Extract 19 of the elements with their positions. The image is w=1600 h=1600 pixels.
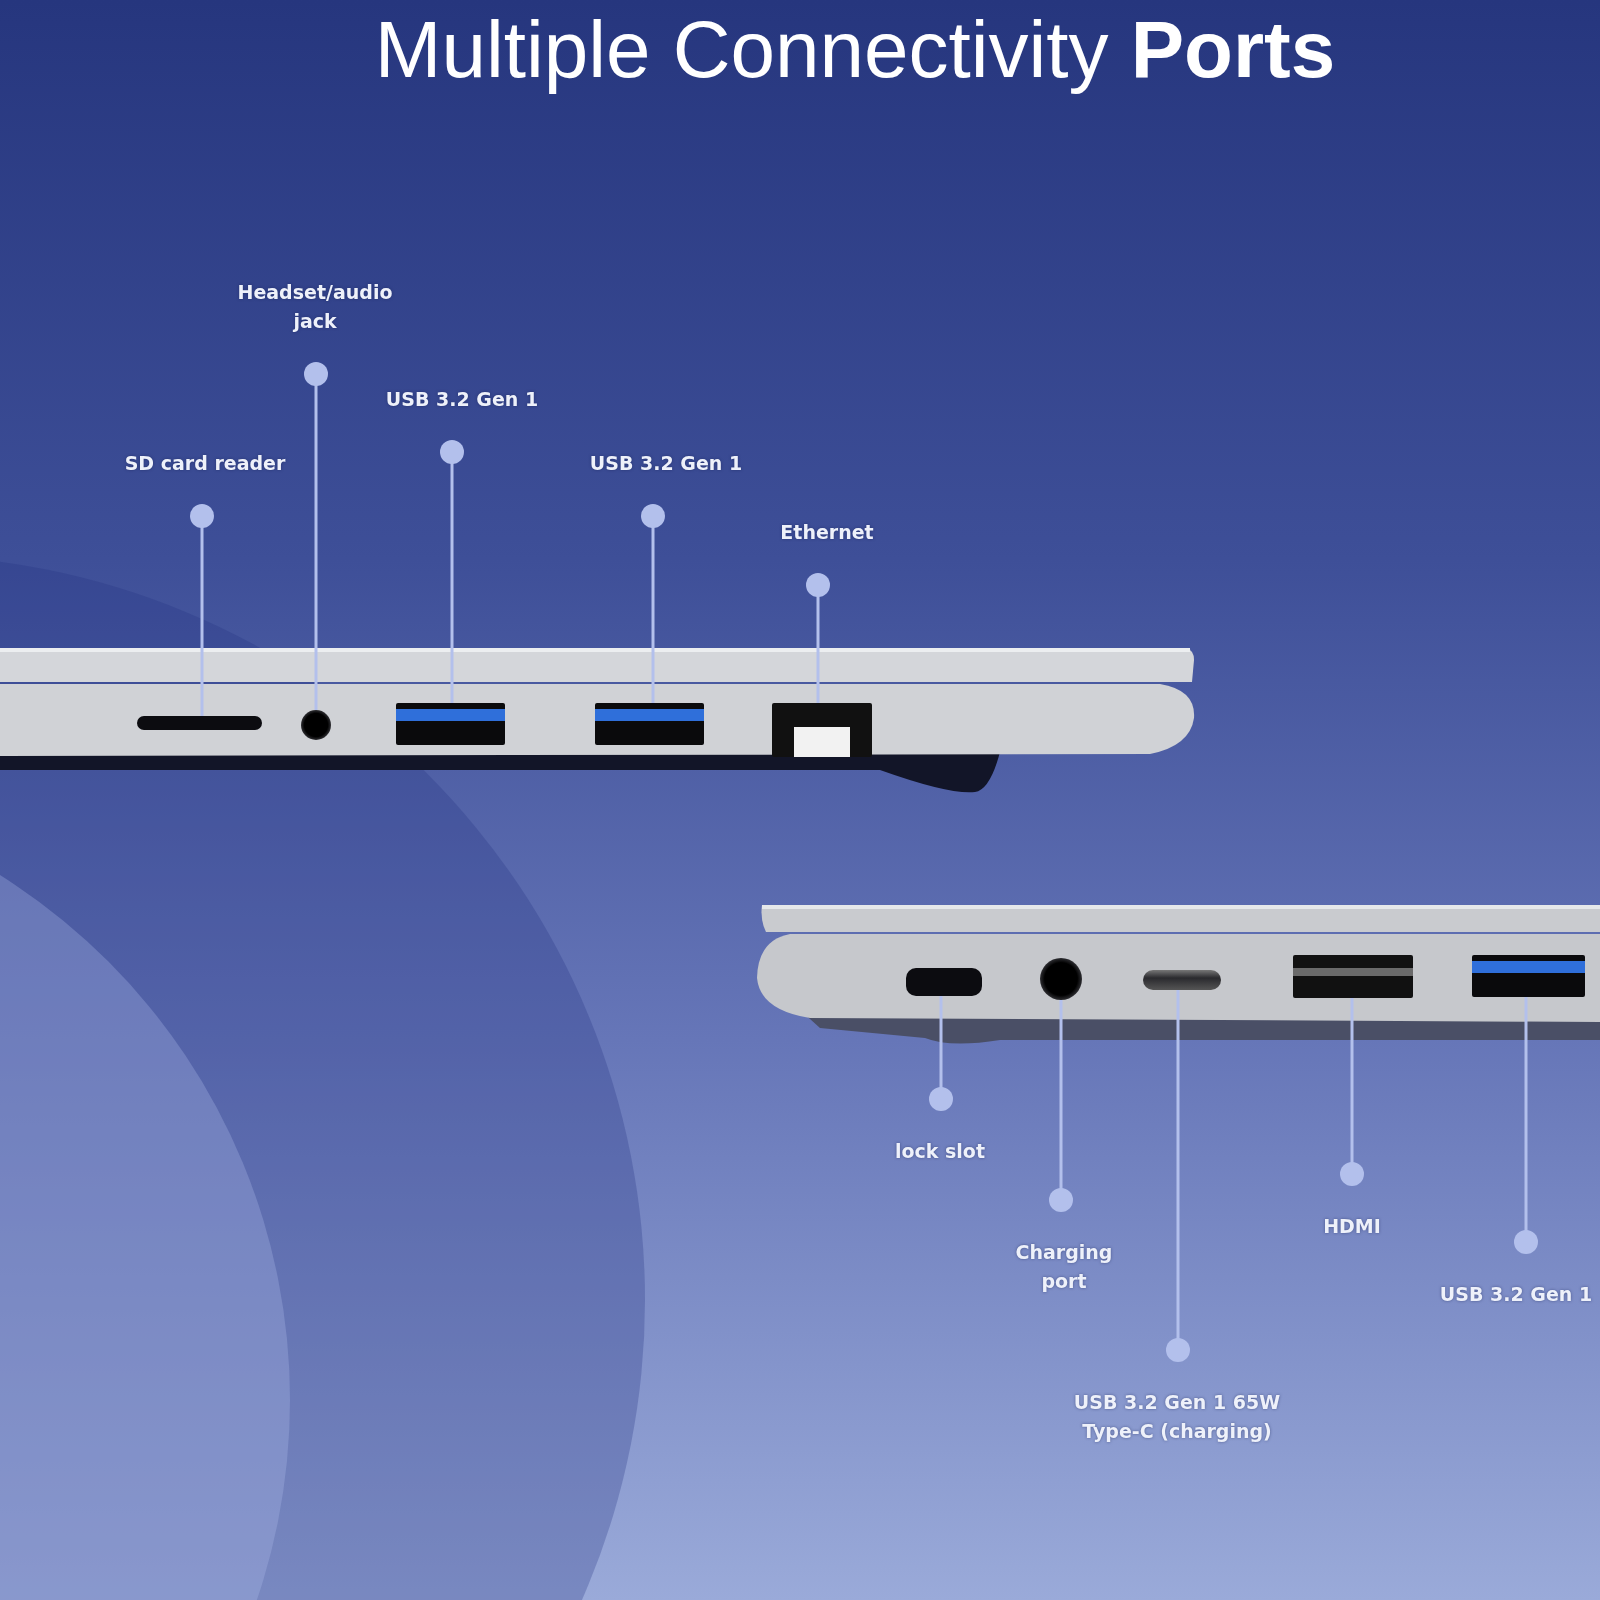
- port-label: USB 3.2 Gen 1: [576, 449, 756, 478]
- port-label: Headset/audio jack: [220, 278, 410, 336]
- usb-port: [396, 703, 505, 745]
- port-label: USB 3.2 Gen 1 65W Type-C (charging): [1052, 1388, 1302, 1446]
- port-label: SD card reader: [105, 449, 305, 478]
- sd-card-slot: [137, 716, 262, 730]
- port-label: lock slot: [865, 1137, 1015, 1166]
- title: Multiple Connectivity Ports: [373, 4, 1337, 96]
- usb-port: [1472, 955, 1585, 997]
- hdmi-port: [1293, 955, 1413, 998]
- port-label: USB 3.2 Gen 1: [1432, 1280, 1600, 1309]
- lock-slot: [906, 968, 982, 996]
- port-label: Ethernet: [767, 518, 887, 547]
- usb-c-port: [1143, 970, 1221, 990]
- port-label: USB 3.2 Gen 1: [372, 385, 552, 414]
- usb-port: [595, 703, 704, 745]
- port-label: Charging port: [994, 1238, 1134, 1296]
- port-label: HDMI: [1302, 1212, 1402, 1241]
- ethernet-port: [772, 703, 872, 757]
